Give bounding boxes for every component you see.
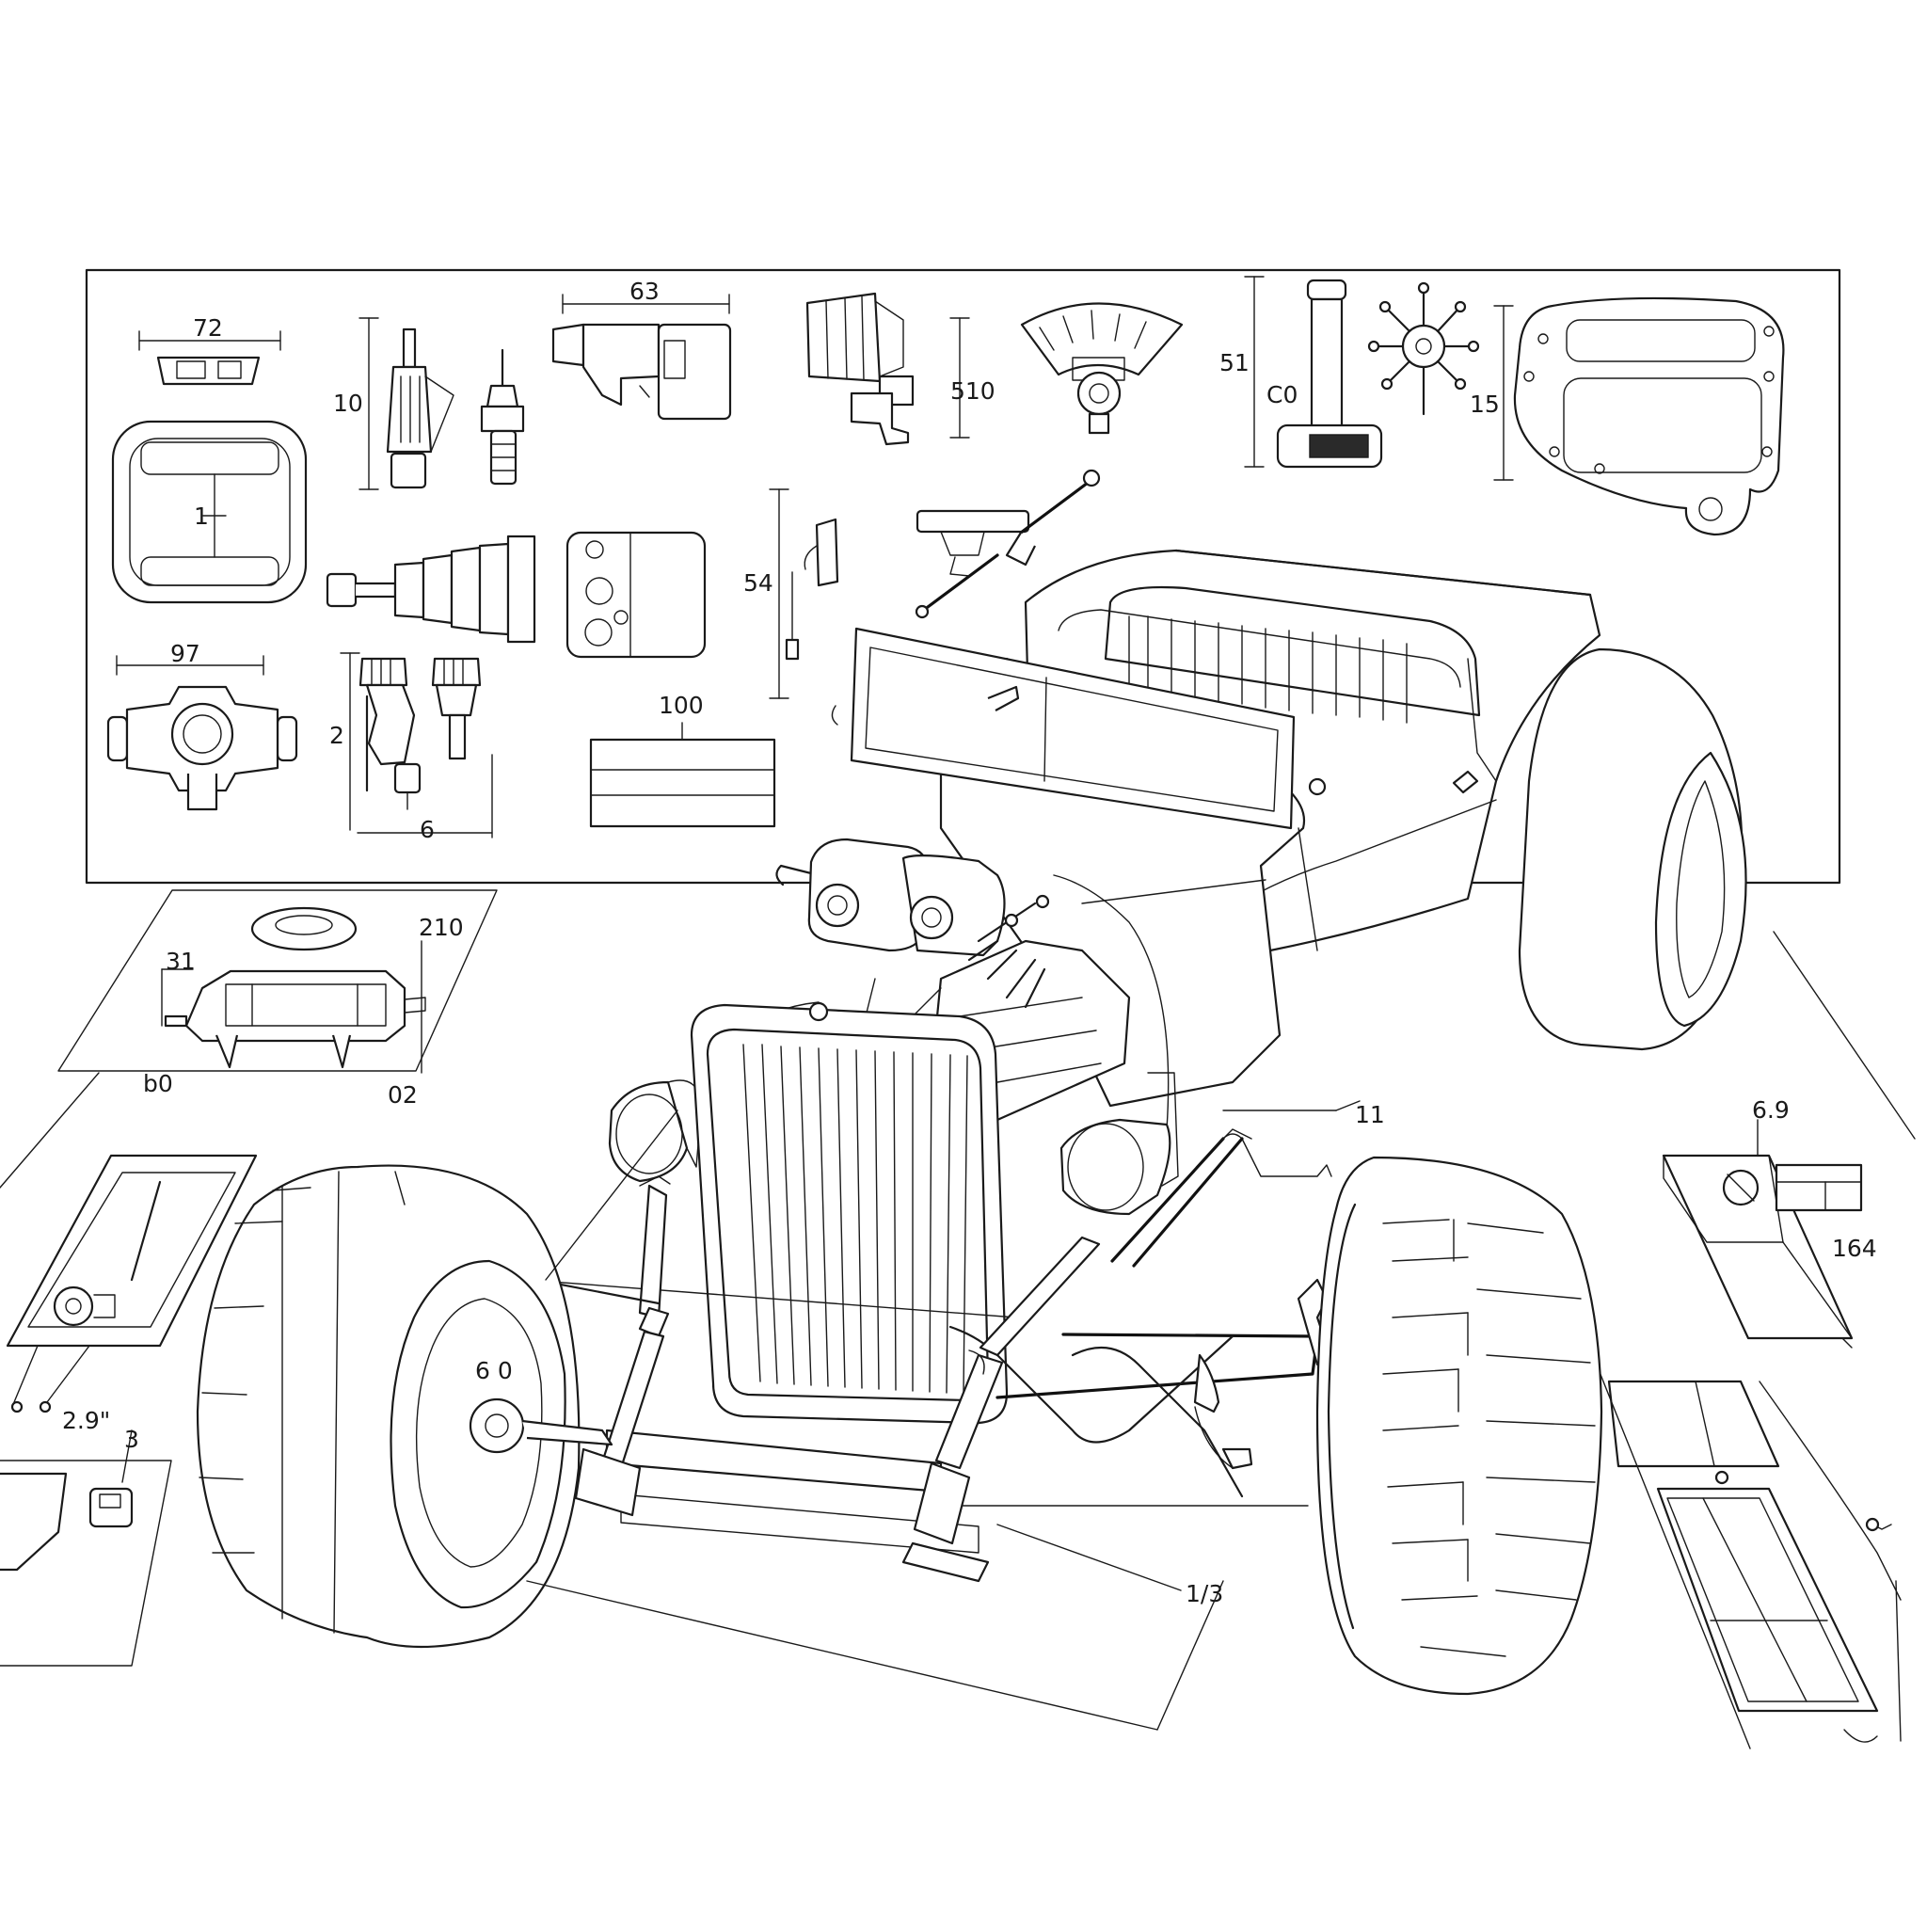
- part-small-display: [138, 330, 281, 386]
- car-right-headlamp: [1059, 1072, 1179, 1216]
- car-left-headlamp: [608, 1079, 702, 1183]
- label-100: 100: [659, 692, 704, 719]
- part-lower-left-plate: [0, 1429, 172, 1667]
- label-51: 51: [1219, 349, 1250, 376]
- part-spark-plug: [480, 348, 525, 486]
- leader-lines: [526, 931, 1916, 1731]
- label-54: 54: [743, 569, 773, 597]
- label-15: 15: [1470, 391, 1500, 418]
- part-plate-stack: [589, 722, 776, 828]
- label-72: 72: [193, 314, 223, 342]
- car-rear-wheel: [1518, 647, 1747, 1051]
- label-13: 1/3: [1186, 1580, 1223, 1607]
- car-right-suspension-strut: [901, 1128, 1332, 1583]
- part-distributor-pair: [340, 652, 493, 838]
- car-windshield: [831, 627, 1327, 830]
- car-left-suspension-strut: [534, 1175, 671, 1517]
- label-210: 210: [419, 914, 464, 941]
- car-front-right-wheel: [1315, 1156, 1603, 1696]
- label-11: 11: [1355, 1101, 1385, 1128]
- label-63: 63: [629, 278, 660, 305]
- part-gauge: [1020, 302, 1184, 435]
- parts-panel-lower-left-seat: [57, 889, 498, 1074]
- part-alternator-housing: [551, 294, 732, 421]
- label-10: 10: [333, 390, 363, 417]
- label-1: 1: [194, 503, 209, 530]
- label-c0: C0: [1266, 381, 1298, 408]
- part-linkage-arm: [915, 469, 1101, 619]
- part-right-tray: [1662, 1119, 1863, 1349]
- part-gear-boot: [326, 535, 536, 644]
- car-body: [939, 549, 1601, 1130]
- part-rounded-panel: [111, 420, 308, 604]
- part-injector: [358, 317, 454, 490]
- label-2: 2: [329, 722, 344, 749]
- label-510: 510: [950, 377, 995, 405]
- part-battery-tray: [0, 1072, 258, 1413]
- part-headlamp-assembly: [805, 292, 970, 446]
- part-end-housing: [106, 655, 298, 811]
- part-gasket: [1493, 296, 1785, 536]
- part-spider-hub: [1367, 281, 1480, 416]
- label-97: 97: [170, 640, 200, 667]
- label-60: 6 0: [475, 1357, 513, 1384]
- part-housing-block: [565, 531, 707, 659]
- label-3: 3: [124, 1426, 139, 1453]
- label-b0: b0: [143, 1070, 173, 1097]
- part-right-plates: [1599, 1371, 1902, 1749]
- car-radiator-grille: [690, 1001, 1009, 1425]
- label-31: 31: [166, 948, 196, 975]
- part-cylinder-housing: [1244, 276, 1383, 469]
- car-front-left-wheel: [196, 1164, 613, 1649]
- label-6: 6: [420, 816, 435, 843]
- label-69: 6.9: [1752, 1096, 1790, 1124]
- label-164: 164: [1832, 1235, 1877, 1262]
- label-29: 2.9": [62, 1407, 110, 1434]
- label-02: 02: [388, 1081, 418, 1109]
- car-chassis-frame: [526, 1278, 1329, 1554]
- part-mirror: [769, 488, 839, 699]
